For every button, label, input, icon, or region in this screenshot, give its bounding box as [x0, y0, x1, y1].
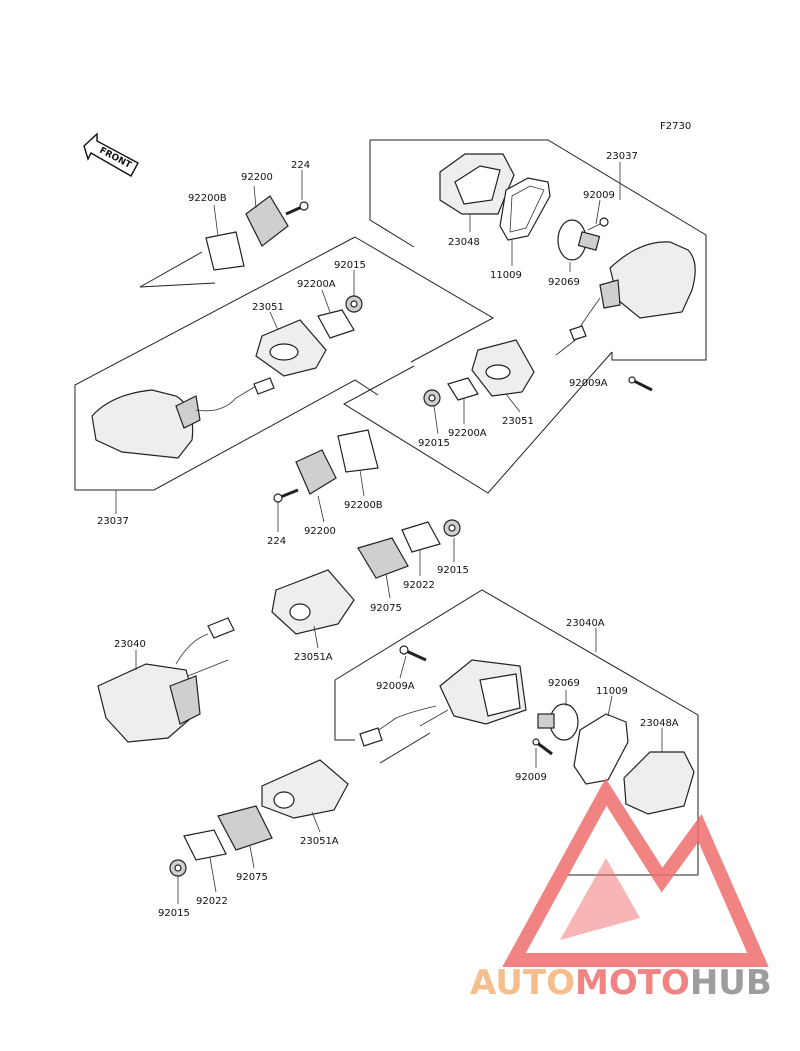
label-92200b-top: 92200B: [188, 193, 227, 204]
label-92200b-mid: 92200B: [344, 500, 383, 511]
label-224-top: 224: [291, 160, 310, 171]
label-92069-rear: 92069: [548, 678, 580, 689]
label-23051a-bottom: 23051A: [300, 836, 339, 847]
holder-right: [471, 339, 535, 397]
stay-top: [205, 195, 289, 271]
bolt-mid: [273, 488, 299, 503]
rear-gasket: [573, 713, 629, 785]
holder-top: [255, 319, 327, 377]
label-23051-top: 23051: [252, 302, 284, 313]
label-23048: 23048: [448, 237, 480, 248]
holder-a-bottom: [261, 759, 349, 819]
label-92015-top: 92015: [334, 260, 366, 271]
label-92015-bottom: 92015: [158, 908, 190, 919]
front-right-signal-housing: [555, 241, 696, 356]
label-92200a-mid: 92200A: [448, 428, 487, 439]
front-right-assembly-frame: [343, 139, 707, 494]
label-92009-front: 92009: [583, 190, 615, 201]
label-92075-lower: 92075: [370, 603, 402, 614]
rear-right-housing: [359, 659, 527, 747]
front-gasket: [499, 177, 551, 241]
damper-lower: [357, 537, 409, 579]
front-left-signal-housing: [91, 377, 275, 459]
label-23048a: 23048A: [640, 718, 679, 729]
label-92200-top: 92200: [241, 172, 273, 183]
label-92015-mid: 92015: [418, 438, 450, 449]
rear-assembly-frame: [334, 589, 699, 876]
label-224-mid: 224: [267, 536, 286, 547]
label-23051a-lower: 23051A: [294, 652, 333, 663]
label-92015-lower: 92015: [437, 565, 469, 576]
nut-top: [345, 295, 363, 313]
label-92200-mid: 92200: [304, 526, 336, 537]
label-92075-bottom: 92075: [236, 872, 268, 883]
washer-bottom: [183, 829, 227, 861]
front-screw: [587, 217, 609, 231]
front-left-assembly-frame: [74, 236, 495, 491]
label-92022-lower: 92022: [403, 580, 435, 591]
label-11009-rear: 11009: [596, 686, 628, 697]
label-92009a-rear: 92009A: [376, 681, 415, 692]
rear-lens: [623, 751, 695, 815]
bolt-top: [285, 201, 309, 216]
label-11009-front: 11009: [490, 270, 522, 281]
rear-left-signal: [97, 617, 235, 743]
nut-mid: [423, 389, 441, 407]
rear-bulb: [537, 703, 579, 741]
front-lens: [439, 153, 515, 215]
leader-lines: [115, 162, 663, 904]
label-23037-right: 23037: [606, 151, 638, 162]
plate-b-mid: [337, 429, 379, 473]
label-92022-bottom: 92022: [196, 896, 228, 907]
watermark-triangle-icon: [502, 778, 769, 967]
rear-screw-a: [399, 645, 427, 662]
label-23040a: 23040A: [566, 618, 605, 629]
front-arrow-icon: FRONT: [83, 132, 139, 177]
label-23037-left: 23037: [97, 516, 129, 527]
part-number-labels: 23037 23048 11009 92009 92069 92009A 922…: [97, 151, 679, 919]
figure-code: F2730: [660, 121, 691, 132]
front-bulb: [557, 219, 601, 261]
watermark-logo: AUTOMOTOHUB: [470, 778, 772, 1003]
holder-a-lower: [271, 569, 355, 635]
stay-mid: [295, 449, 337, 495]
washer-lower: [401, 521, 441, 553]
nut-lower: [443, 519, 461, 537]
label-23040: 23040: [114, 639, 146, 650]
label-92009-rear: 92009: [515, 772, 547, 783]
damper-bottom: [217, 805, 273, 851]
label-92200a-top: 92200A: [297, 279, 336, 290]
plate-a-mid: [447, 377, 479, 401]
nut-bottom: [169, 859, 187, 877]
plate-a-top: [317, 309, 355, 339]
watermark-text-auto: AUTOMOTOHUB: [470, 963, 772, 1003]
rear-screw: [532, 738, 553, 756]
label-92009a-front: 92009A: [569, 378, 608, 389]
label-23051-right: 23051: [502, 416, 534, 427]
label-92069-front: 92069: [548, 277, 580, 288]
front-screw-a: [628, 376, 653, 392]
